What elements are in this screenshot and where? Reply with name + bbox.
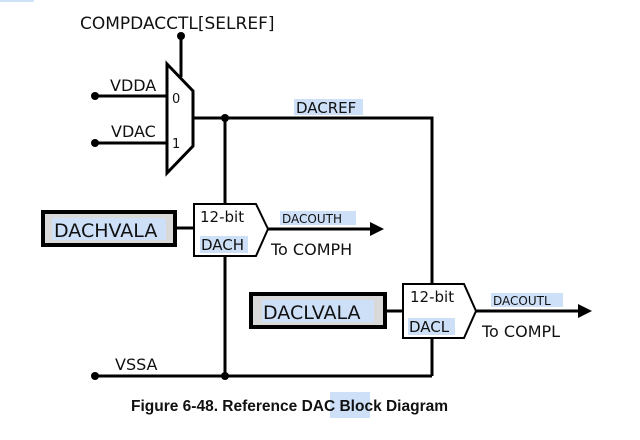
dacref-highlight bbox=[294, 99, 363, 115]
vssa-label: VSSA bbox=[115, 355, 158, 374]
mux-input-1-index: 1 bbox=[172, 137, 180, 152]
caption-highlight bbox=[330, 392, 370, 418]
mux-input-0-index: 0 bbox=[172, 92, 180, 107]
dacl-destination-label: To COMPL bbox=[481, 322, 560, 341]
daclvala-highlight bbox=[262, 300, 374, 322]
dacref-junction bbox=[221, 114, 229, 122]
selection-highlight bbox=[0, 0, 34, 2]
dacl-name-label: DACL bbox=[409, 318, 450, 336]
dacl-name-highlight bbox=[408, 318, 455, 335]
caption-highlight-text: DAC bbox=[302, 398, 336, 415]
select-terminal bbox=[177, 32, 185, 40]
dacref-label: DACREF bbox=[296, 99, 356, 117]
vssa-terminal bbox=[91, 372, 99, 380]
dacouth-arrow-icon bbox=[370, 222, 384, 236]
vdac-terminal bbox=[91, 139, 99, 147]
dachvala-label: DACHVALA bbox=[54, 220, 157, 242]
vdda-label: VDDA bbox=[110, 76, 156, 95]
caption-suffix: Block Diagram bbox=[335, 398, 448, 415]
dach-destination-label: To COMPH bbox=[270, 240, 352, 259]
dach-name-label: DACH bbox=[201, 236, 244, 254]
select-label: COMPDACCTL[SELREF] bbox=[80, 14, 275, 34]
dacoutl-arrow-icon bbox=[578, 304, 592, 318]
dacouth-highlight bbox=[280, 211, 356, 225]
dach-bits-label: 12-bit bbox=[200, 208, 244, 226]
caption-prefix: Figure 6-48. Reference bbox=[131, 398, 302, 415]
vssa-junction bbox=[221, 372, 229, 380]
dachvala-highlight bbox=[52, 218, 166, 240]
dacoutl-label: DACOUTL bbox=[493, 294, 551, 308]
vdda-terminal bbox=[91, 92, 99, 100]
mux bbox=[165, 60, 195, 177]
figure-caption: Figure 6-48. Reference DAC Block Diagram bbox=[131, 398, 448, 415]
daclvala-label: DACLVALA bbox=[263, 302, 361, 324]
dacoutl-highlight bbox=[491, 293, 563, 307]
dach-name-highlight bbox=[200, 236, 248, 253]
vdac-label: VDAC bbox=[111, 122, 156, 141]
dacl-bits-label: 12-bit bbox=[410, 288, 454, 306]
dacouth-label: DACOUTH bbox=[282, 212, 342, 226]
